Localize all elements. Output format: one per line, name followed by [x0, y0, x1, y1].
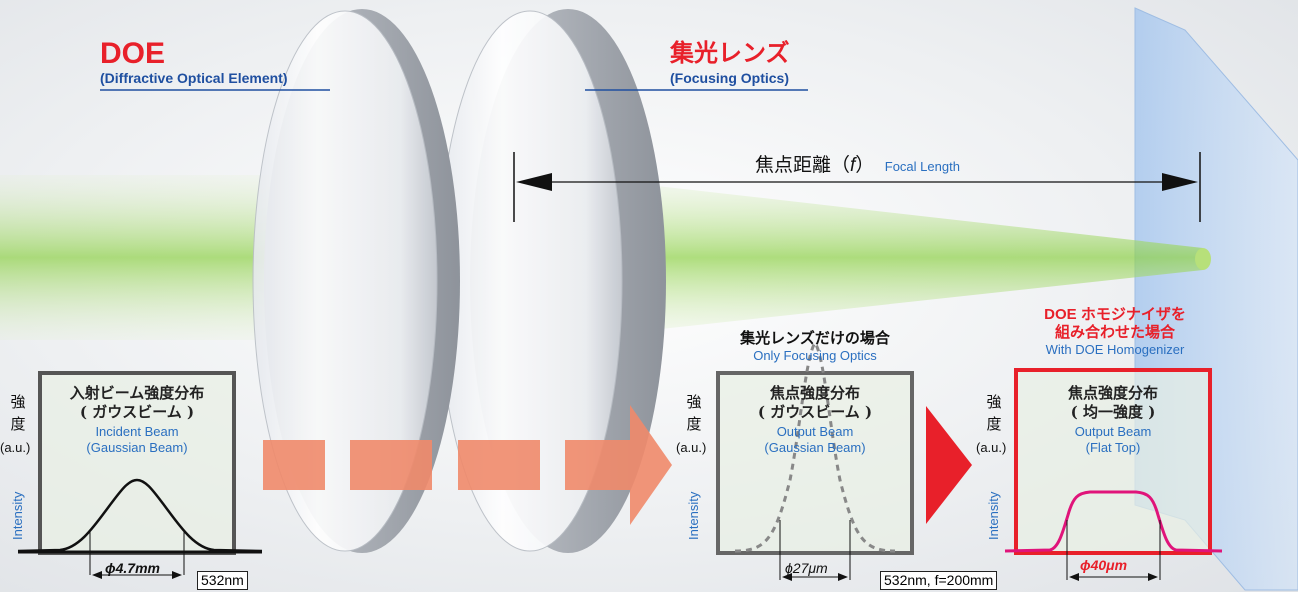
flat-top-en: Output Beam(Flat Top): [1074, 424, 1152, 455]
homogenizer-header: DOE ホモジナイザを 組み合わせた場合 With DOE Homogenize…: [1044, 306, 1186, 357]
axis-label-jp-1: 強度: [10, 394, 26, 433]
focusing-lens: [437, 9, 666, 553]
incident-title: 入射ビーム強度分布( ガウスビーム ): [69, 384, 205, 421]
axis-label-jp-2: 強度: [686, 394, 702, 433]
gaussian-diameter: ϕ27μm: [785, 560, 828, 576]
incident-panel-frame: [38, 371, 236, 555]
flat-top-panel-frame: [1014, 368, 1212, 555]
gaussian-curve-incident: [17, 478, 263, 553]
axis-unit-1: (a.u.): [0, 440, 31, 455]
converging-beam: [560, 175, 1203, 340]
focal-f-symbol: f: [850, 155, 856, 176]
flat-top-diameter: ϕ40μm: [1080, 557, 1128, 573]
incident-en: Incident Beam(Gaussian Beam): [86, 424, 188, 455]
focal-arrow-left: [516, 173, 552, 191]
red-transition-arrow: [926, 406, 972, 524]
axis-unit-2: (a.u.): [676, 440, 707, 455]
flow-segment-3: [458, 440, 540, 490]
doe-subtitle: (Diffractive Optical Element): [100, 70, 288, 86]
gaussian-output-en: Output Beam(Gaussian Beam): [764, 424, 866, 455]
gaussian-output-title: 焦点強度分布( ガウスビーム ): [757, 384, 873, 421]
focal-length-close: ）: [855, 155, 875, 176]
intensity-label-2: Intensity: [686, 491, 701, 540]
axis-unit-3: (a.u.): [976, 440, 1007, 455]
flat-top-curve: [1004, 490, 1223, 553]
gaussian-output-panel-frame: [716, 371, 914, 555]
flow-arrow-head: [565, 405, 672, 525]
focal-length-jp: 焦点距離（: [755, 155, 851, 176]
doe-lens: [252, 9, 460, 553]
focal-length-label: 焦点距離（f） Focal Length: [755, 150, 960, 177]
intensity-label-1: Intensity: [10, 491, 25, 540]
condition-box: 532nm, f=200mm: [880, 571, 998, 590]
focusing-title: 集光レンズ: [670, 40, 790, 67]
focal-length-en: Focal Length: [884, 159, 960, 174]
doe-title: DOE: [100, 37, 166, 70]
focal-arrow-right: [1162, 173, 1198, 191]
flow-segment-2: [350, 440, 432, 490]
flow-segment-1: [263, 440, 325, 490]
intensity-label-3: Intensity: [986, 491, 1001, 540]
only-focusing-header: 集光レンズだけの場合 Only Focusing Optics: [740, 330, 890, 363]
wavelength-box: 532nm: [197, 571, 248, 590]
axis-label-jp-3: 強度: [986, 394, 1002, 433]
focusing-subtitle: (Focusing Optics): [670, 70, 789, 86]
gaussian-curve-output: [734, 340, 896, 553]
flat-top-title: 焦点強度分布( 均一強度 ): [1067, 384, 1158, 421]
focal-spot: [1195, 248, 1211, 270]
incident-diameter: ϕ4.7mm: [105, 560, 160, 576]
